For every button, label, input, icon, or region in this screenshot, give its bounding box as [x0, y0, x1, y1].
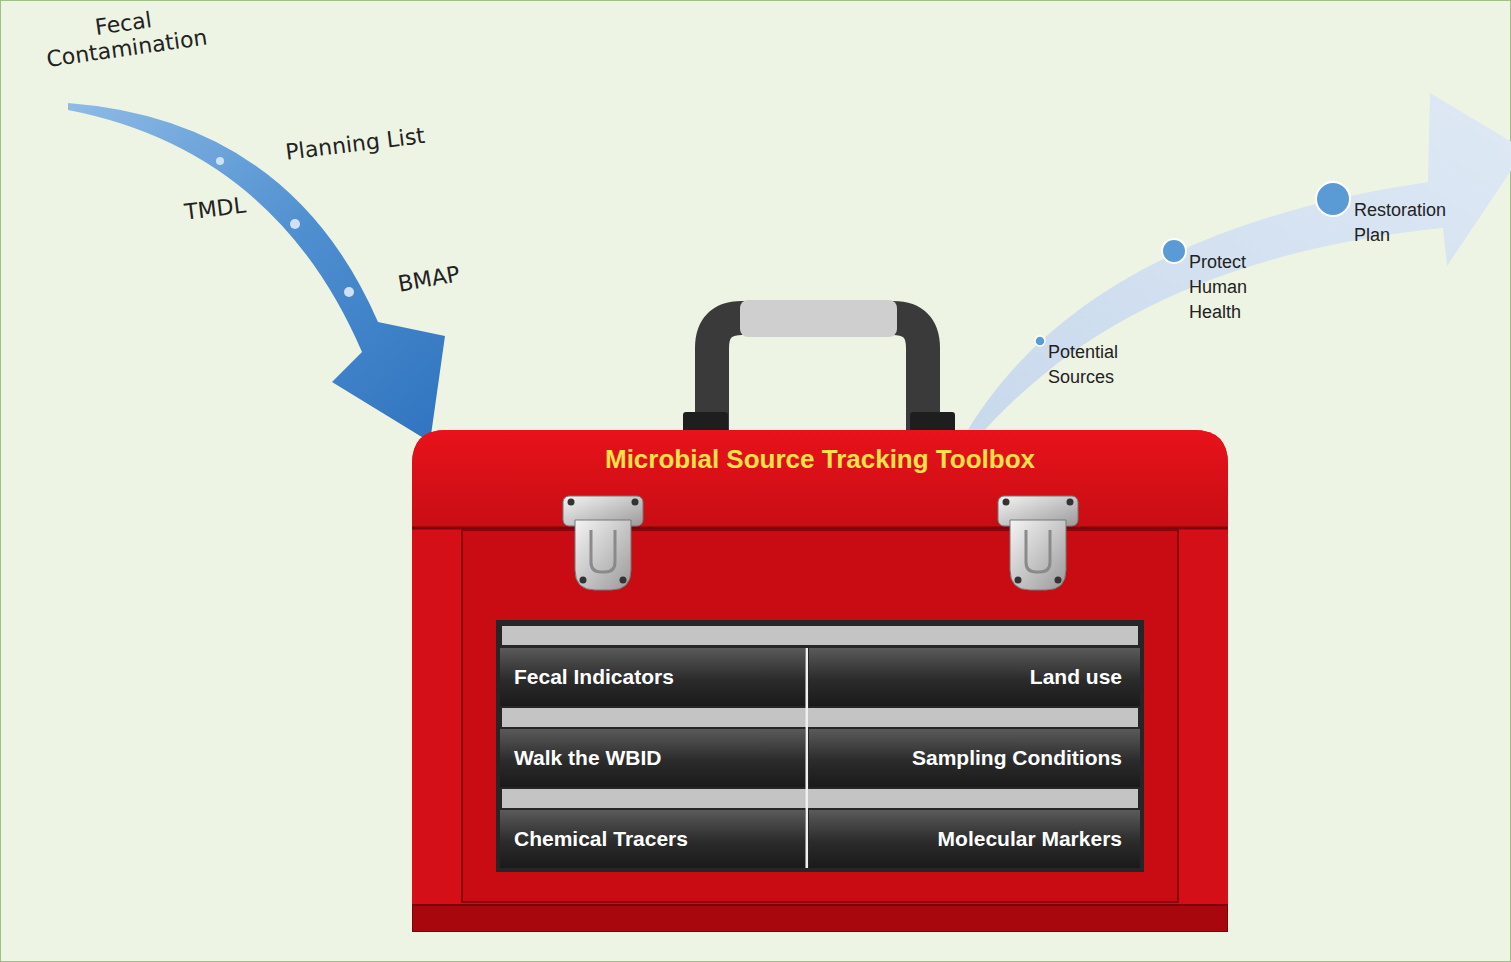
- drawer-rail: [502, 789, 1138, 808]
- drawer-text: Sampling Conditions: [912, 746, 1122, 770]
- arrow-dot: [344, 287, 354, 297]
- toolbox-base: [412, 905, 1228, 932]
- arrow-dot: [1035, 336, 1045, 346]
- drawer-label: Chemical Tracers: [500, 810, 805, 868]
- drawer-rail: [502, 708, 1138, 727]
- incoming-arrow: [68, 103, 445, 442]
- toolbox-title: Microbial Source Tracking Toolbox: [412, 444, 1228, 475]
- drawer-text: Walk the WBID: [514, 746, 661, 770]
- toolbox-latch: [563, 496, 643, 590]
- drawer-text: Land use: [1030, 665, 1122, 689]
- outcome-label: Restoration Plan: [1354, 198, 1466, 248]
- drawer-rail: [502, 626, 1138, 645]
- outcome-label: Protect Human Health: [1189, 250, 1265, 326]
- toolbox-shell: [412, 430, 1228, 932]
- drawer-label: Walk the WBID: [500, 729, 805, 787]
- drawer-text: Fecal Indicators: [514, 665, 674, 689]
- toolbox-lid: [412, 430, 1228, 528]
- outgoing-arrow: [962, 93, 1511, 440]
- arrow-dot: [290, 219, 300, 229]
- drawer-label: Land use: [809, 648, 1140, 706]
- arrow-dot: [216, 157, 224, 165]
- drawer-label: Fecal Indicators: [500, 648, 805, 706]
- toolbox-front: [462, 530, 1178, 902]
- drawer-panel: [496, 620, 1144, 872]
- drawer-divider: [806, 648, 809, 868]
- toolbox: Microbial Source Tracking ToolboxFecal I…: [412, 430, 1228, 932]
- arrow-dot: [1316, 182, 1350, 216]
- drawer-label: Molecular Markers: [809, 810, 1140, 868]
- drawer-text: Molecular Markers: [938, 827, 1122, 851]
- drawer-label: Sampling Conditions: [809, 729, 1140, 787]
- outcome-label: Potential Sources: [1048, 340, 1143, 390]
- handle-grip: [740, 300, 897, 337]
- toolbox-latch: [998, 496, 1078, 590]
- arrow-dot: [1162, 239, 1186, 263]
- drawer-text: Chemical Tracers: [514, 827, 688, 851]
